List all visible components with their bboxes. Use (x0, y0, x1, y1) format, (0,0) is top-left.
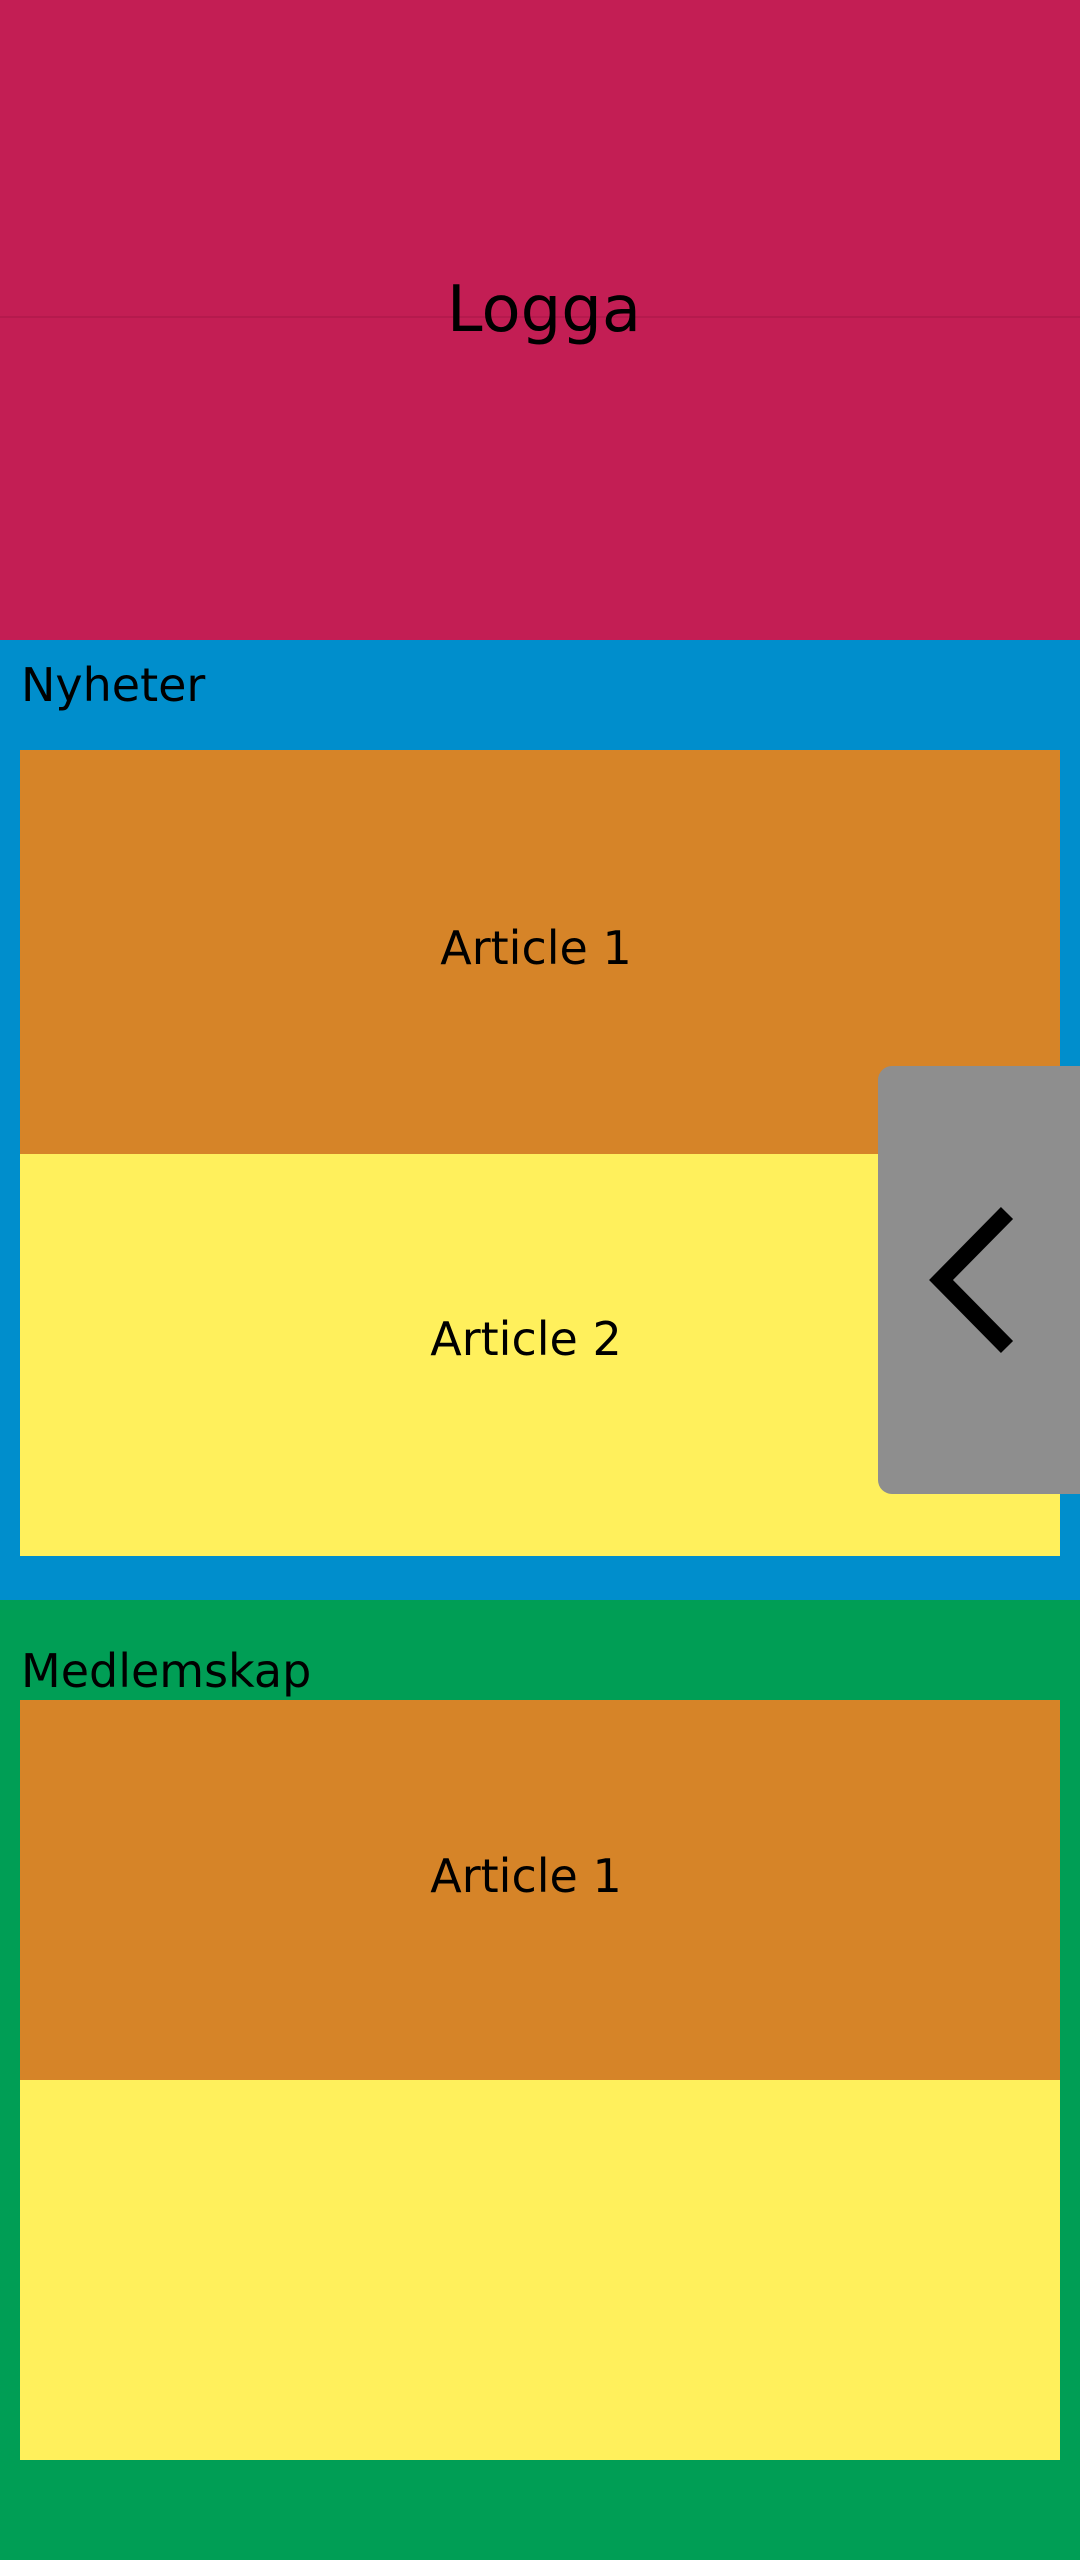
membership-article-1-label: Article 1 (430, 1849, 622, 1903)
side-panel-toggle-button[interactable] (878, 1066, 1080, 1494)
news-section-title: Nyheter (21, 658, 206, 712)
membership-article-1[interactable]: Article 1 (20, 1700, 1060, 2080)
membership-section: Medlemskap Article 1 (0, 1600, 1080, 2560)
news-article-1-label: Article 1 (440, 921, 632, 975)
membership-section-title: Medlemskap (21, 1644, 312, 1698)
logo-text: Logga (446, 273, 642, 347)
news-article-2-label: Article 2 (430, 1312, 622, 1366)
header-divider (0, 316, 1080, 318)
chevron-left-icon (929, 1207, 1014, 1353)
header-logo-area: Logga (0, 0, 1080, 640)
membership-article-2[interactable] (20, 2080, 1060, 2460)
